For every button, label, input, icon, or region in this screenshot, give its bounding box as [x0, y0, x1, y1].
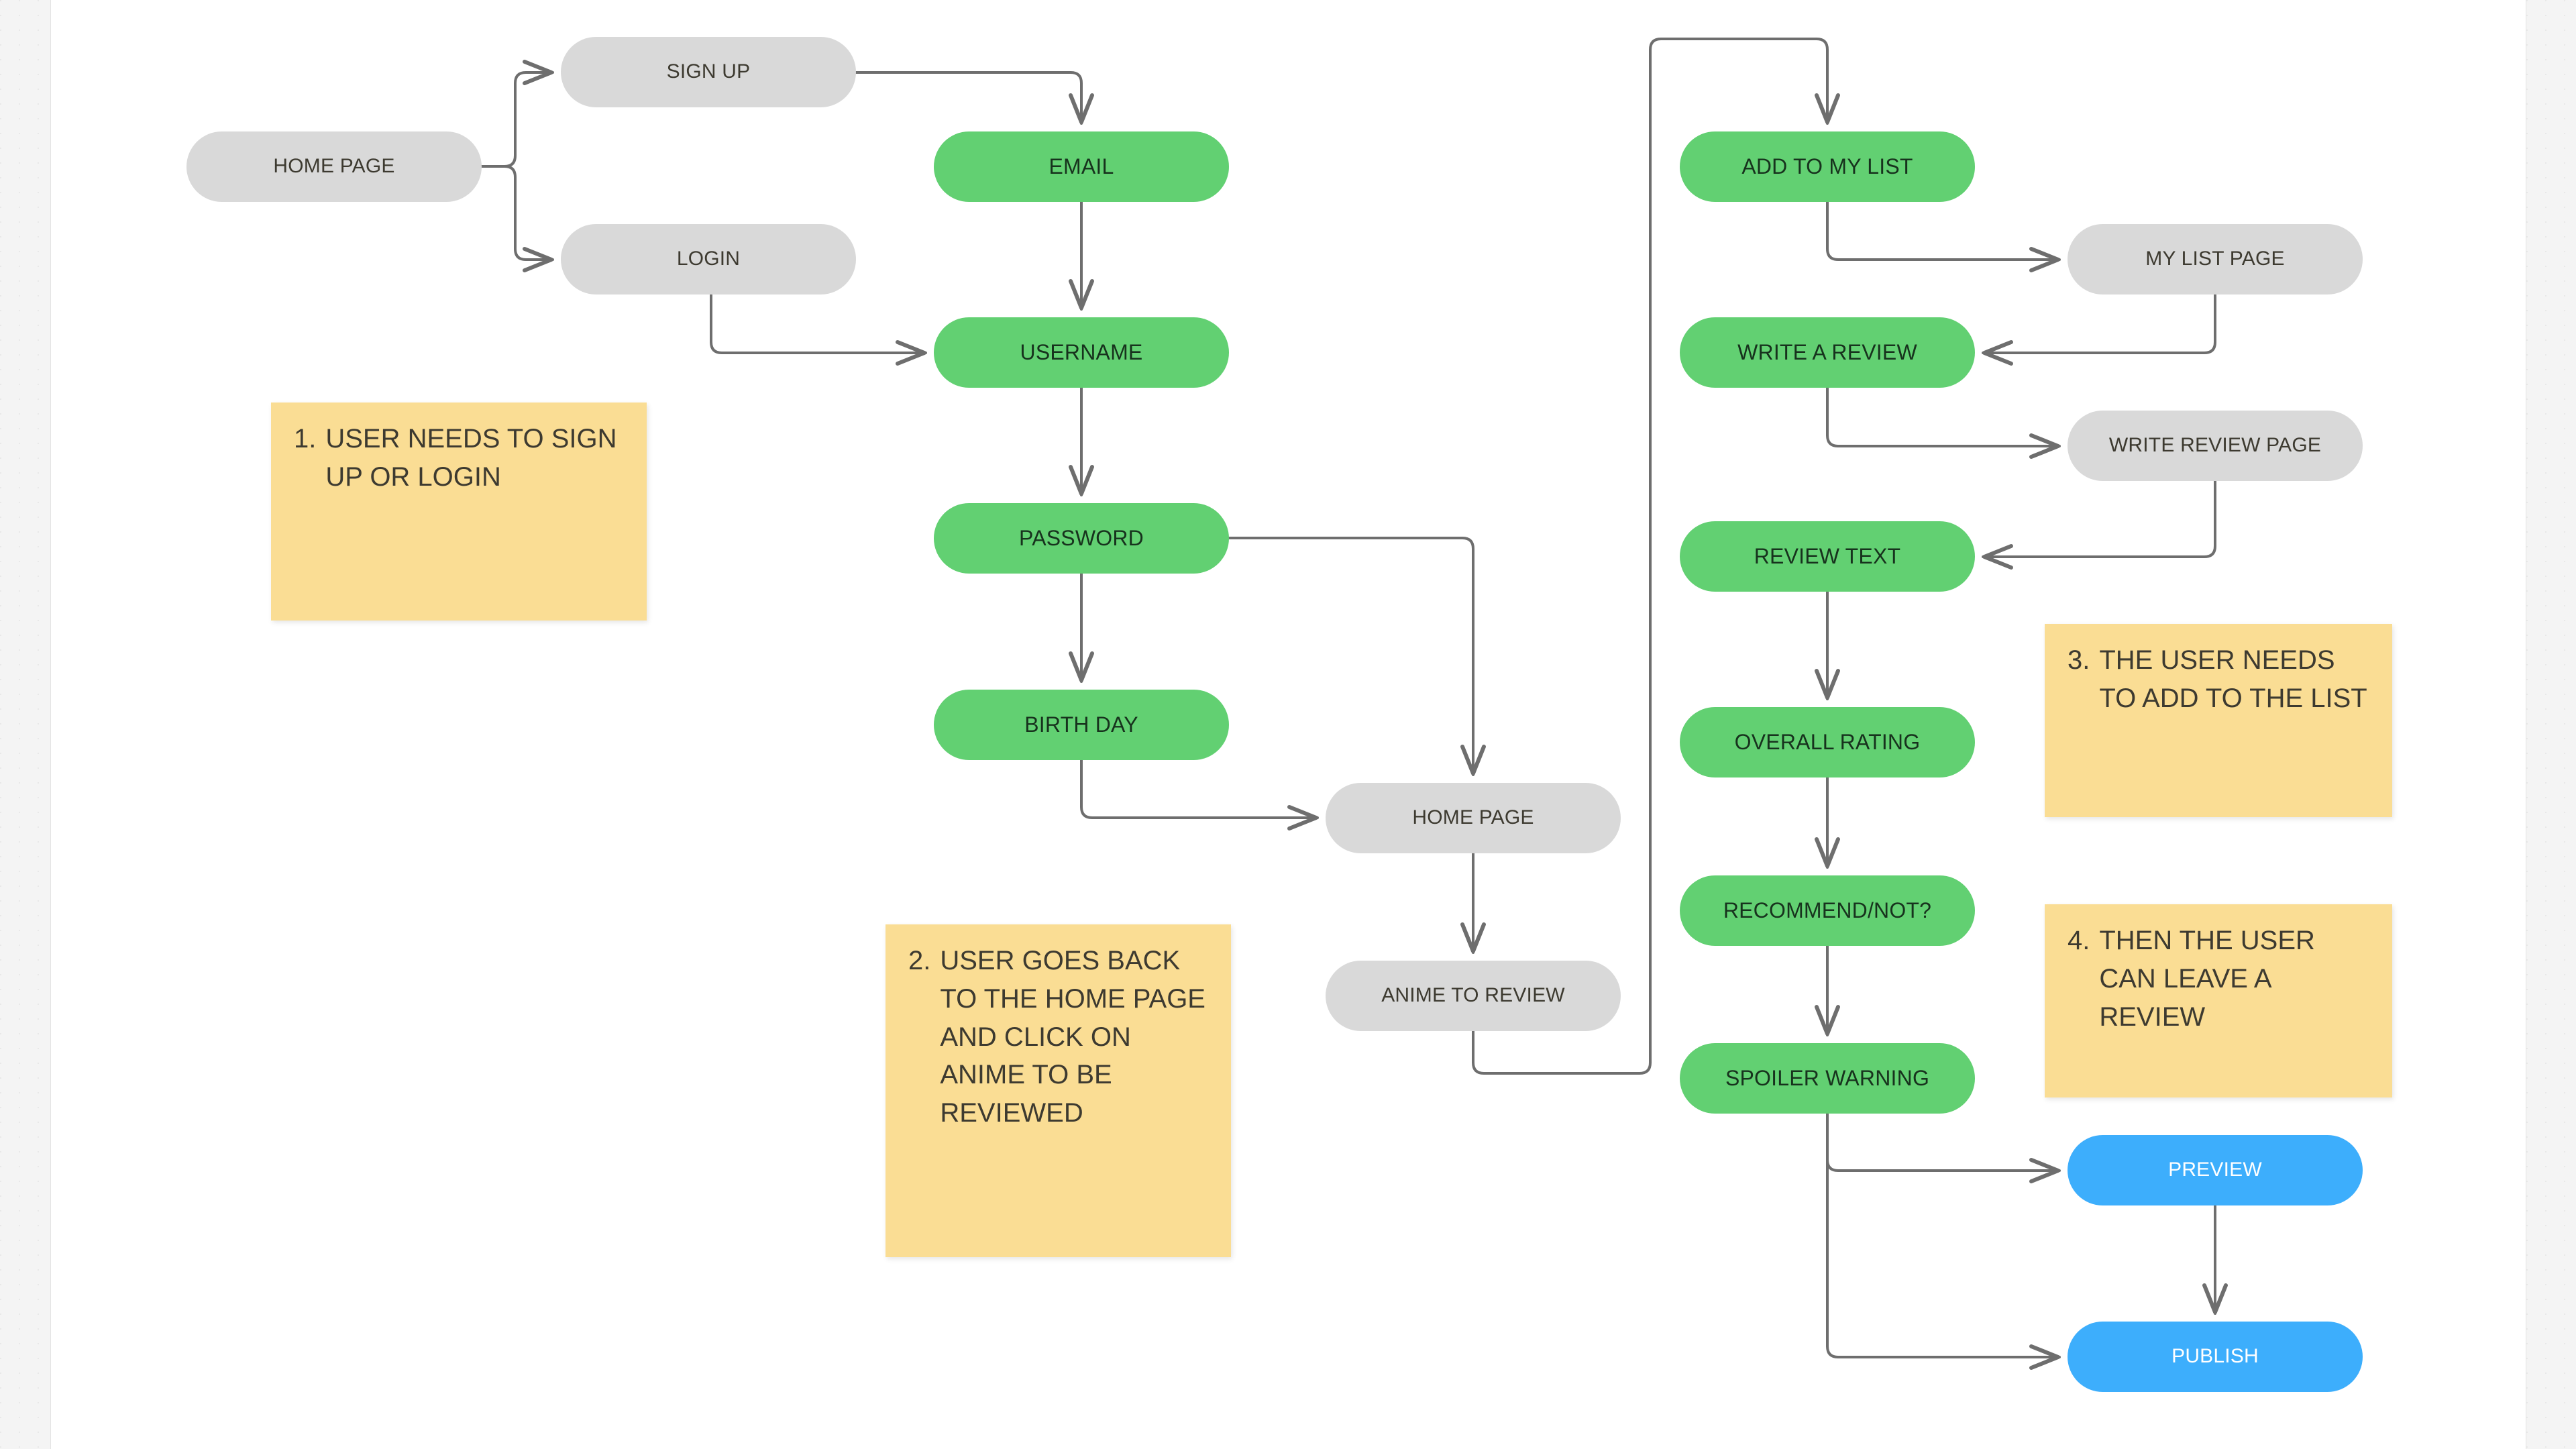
sticky-note-body: 3. THE USER NEEDS TO ADD TO THE LIST [2068, 641, 2372, 718]
node-label: HOME PAGE [273, 155, 395, 178]
node-label: MY LIST PAGE [2145, 248, 2285, 270]
sticky-note-number: 3. [2068, 645, 2090, 675]
edge-sign-up-to-email [855, 71, 1094, 125]
node-sign-up[interactable]: SIGN UP [561, 37, 856, 107]
node-label: ADD TO MY LIST [1741, 154, 1913, 179]
gutter-texture [2526, 0, 2576, 1449]
node-label: BIRTH DAY [1024, 712, 1138, 737]
node-recommend-or-not[interactable]: RECOMMEND/NOT? [1680, 875, 1975, 946]
node-username[interactable]: USERNAME [934, 317, 1229, 388]
edge-login-to-username [710, 293, 927, 366]
edge-password-to-home-page-2 [1228, 537, 1486, 776]
node-overall-rating[interactable]: OVERALL RATING [1680, 707, 1975, 777]
node-publish[interactable]: PUBLISH [2068, 1322, 2363, 1392]
gutter-texture [0, 0, 50, 1449]
edge-my-list-page-to-write-a-review [1982, 293, 2216, 366]
node-label: OVERALL RATING [1734, 730, 1921, 755]
node-label: PREVIEW [2168, 1159, 2262, 1181]
sticky-note-text: THE USER NEEDS TO ADD TO THE LIST [2099, 645, 2367, 713]
node-home-page-2[interactable]: HOME PAGE [1326, 783, 1621, 853]
node-preview[interactable]: PREVIEW [2068, 1135, 2363, 1205]
node-password[interactable]: PASSWORD [934, 503, 1229, 574]
node-write-a-review[interactable]: WRITE A REVIEW [1680, 317, 1975, 388]
left-canvas-gutter [0, 0, 51, 1449]
edge-anime-to-review-to-add-to-my-list [1472, 38, 1840, 1075]
edge-write-a-review-to-write-review-page [1826, 386, 2061, 459]
node-label: SIGN UP [666, 60, 751, 83]
right-canvas-gutter [2526, 0, 2576, 1449]
edge-spoiler-warning-to-publish [1826, 1112, 2061, 1370]
node-label: WRITE A REVIEW [1737, 340, 1917, 365]
node-label: PUBLISH [2171, 1345, 2259, 1368]
edge-home-page-1-to-login [480, 165, 554, 272]
node-my-list-page[interactable]: MY LIST PAGE [2068, 224, 2363, 294]
sticky-note-body: 1. USER NEEDS TO SIGN UP OR LOGIN [294, 420, 627, 496]
node-add-to-my-list[interactable]: ADD TO MY LIST [1680, 131, 1975, 202]
node-login[interactable]: LOGIN [561, 224, 856, 294]
node-label: RECOMMEND/NOT? [1723, 898, 1932, 923]
edge-write-review-page-to-review-text [1982, 480, 2216, 570]
sticky-note-body: 2. USER GOES BACK TO THE HOME PAGE AND CL… [908, 942, 1211, 1132]
sticky-note-text: USER NEEDS TO SIGN UP OR LOGIN [325, 424, 617, 492]
sticky-note-text: THEN THE USER CAN LEAVE A REVIEW [2099, 926, 2315, 1032]
node-write-review-page[interactable]: WRITE REVIEW PAGE [2068, 411, 2363, 481]
sticky-note-3[interactable]: 3. THE USER NEEDS TO ADD TO THE LIST [2045, 624, 2392, 817]
node-label: USERNAME [1020, 340, 1143, 365]
node-email[interactable]: EMAIL [934, 131, 1229, 202]
node-label: LOGIN [676, 248, 741, 270]
node-label: REVIEW TEXT [1754, 544, 1901, 569]
sticky-note-number: 1. [294, 424, 317, 453]
sticky-note-body: 4. THEN THE USER CAN LEAVE A REVIEW [2068, 922, 2372, 1036]
sticky-note-2[interactable]: 2. USER GOES BACK TO THE HOME PAGE AND CL… [885, 924, 1231, 1257]
node-label: SPOILER WARNING [1725, 1066, 1930, 1091]
node-review-text[interactable]: REVIEW TEXT [1680, 521, 1975, 592]
sticky-note-text: USER GOES BACK TO THE HOME PAGE AND CLIC… [940, 946, 1205, 1128]
sticky-note-number: 2. [908, 946, 931, 975]
edge-home-page-1-to-sign-up [480, 60, 554, 168]
node-anime-to-review[interactable]: ANIME TO REVIEW [1326, 961, 1621, 1031]
node-label: ANIME TO REVIEW [1381, 984, 1565, 1007]
node-label: WRITE REVIEW PAGE [2108, 434, 2322, 457]
node-spoiler-warning[interactable]: SPOILER WARNING [1680, 1043, 1975, 1114]
node-home-page-1[interactable]: HOME PAGE [186, 131, 482, 202]
sticky-note-number: 4. [2068, 926, 2090, 955]
edge-add-to-my-list-to-my-list-page [1826, 201, 2061, 272]
sticky-note-1[interactable]: 1. USER NEEDS TO SIGN UP OR LOGIN [271, 402, 647, 621]
node-birth-day[interactable]: BIRTH DAY [934, 690, 1229, 760]
sticky-note-4[interactable]: 4. THEN THE USER CAN LEAVE A REVIEW [2045, 904, 2392, 1097]
node-label: EMAIL [1049, 154, 1114, 179]
edge-spoiler-warning-to-preview [1826, 1112, 2061, 1183]
edge-birth-day-to-home-page-2 [1080, 759, 1319, 830]
node-label: PASSWORD [1019, 526, 1144, 551]
node-label: HOME PAGE [1412, 806, 1534, 829]
